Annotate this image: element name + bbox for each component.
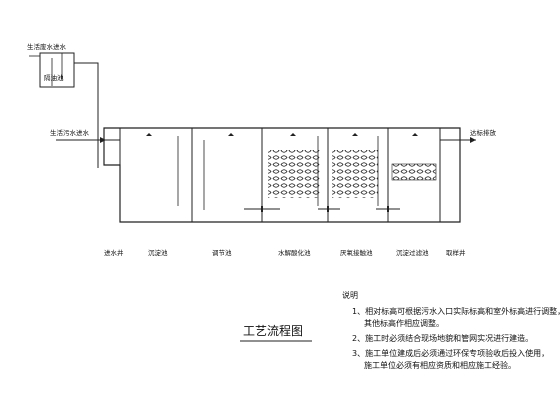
note-line-3: 3、施工单位建成后必须通过环保专项验收后投入使用， <box>352 348 549 358</box>
sewage-inlet-label: 生活污水进水 <box>50 128 90 137</box>
note-line-2: 2、施工时必须结合现场地貌和管网实况进行建造。 <box>352 333 533 343</box>
note-line-1: 1、相对标高可根据污水入口实际标高和室外标高进行调整， <box>352 306 560 316</box>
filter-media <box>391 163 437 181</box>
unit-label-inlet-well: 进水井 <box>104 248 124 257</box>
sewage-inlet-pipe: 生活污水进水 <box>50 128 120 143</box>
note-line-3b: 施工单位必须有相应资质和相应施工经验。 <box>364 360 516 370</box>
unit-label-anaerobic: 厌氧接触池 <box>340 248 373 257</box>
grease-trap-label: 隔油池 <box>44 73 64 82</box>
outlet-label: 达标排放 <box>470 128 497 137</box>
unit-label-equalization: 调节池 <box>212 248 232 257</box>
anaerobic-media <box>332 150 378 198</box>
unit-label-hydrolysis: 水解酸化池 <box>278 248 311 257</box>
inlet-top-label: 生活废水进水 <box>27 42 67 51</box>
outlet-pipe: 达标排放 <box>440 128 497 143</box>
drawing-title: 工艺流程图 <box>243 323 303 338</box>
unit-labels: 进水井 沉淀池 调节池 水解酸化池 厌氧接触池 沉淀过滤池 取样井 <box>104 248 466 257</box>
unit-label-settling: 沉淀池 <box>148 248 168 257</box>
unit-label-filter: 沉淀过滤池 <box>396 248 429 257</box>
notes-heading: 说明 <box>342 290 358 300</box>
treatment-tank <box>103 127 461 223</box>
grease-trap: 隔油池 生活废水进水 <box>27 42 99 168</box>
unit-label-sampling: 取样井 <box>446 248 466 257</box>
notes-block: 说明 1、相对标高可根据污水入口实际标高和室外标高进行调整， 其他标高作相应调整… <box>342 290 560 370</box>
note-line-1b: 其他标高作相应调整。 <box>364 318 444 328</box>
hydrolysis-media <box>268 150 320 198</box>
